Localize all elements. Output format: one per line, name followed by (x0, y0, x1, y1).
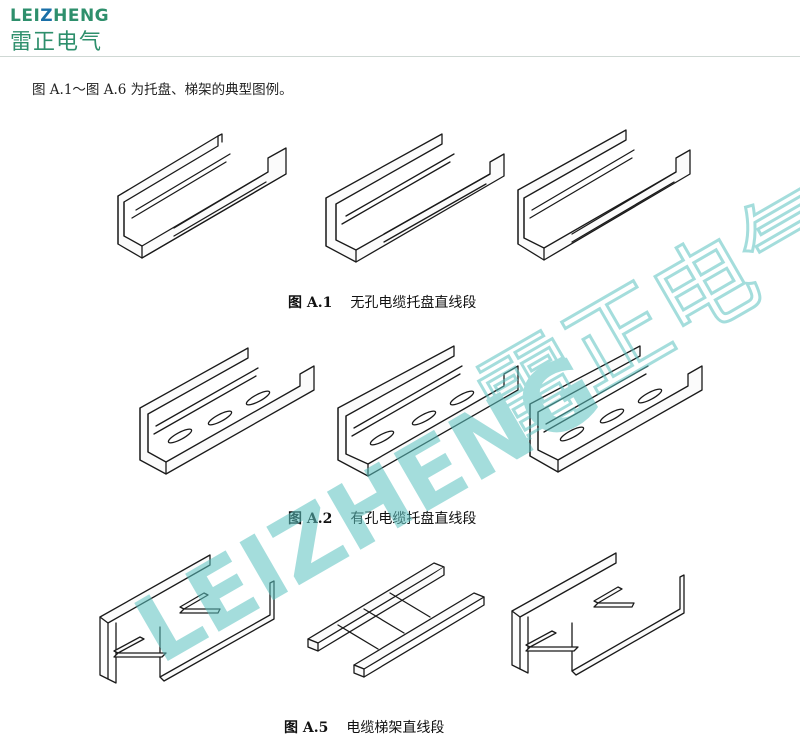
figure-a2-number: 图 A.2 (288, 511, 333, 527)
solid-tray-drawing-1 (117, 133, 287, 259)
logo-cjk-text: 雷正电气 (10, 30, 103, 55)
figure-a5-caption: 图 A.5 电缆梯架直线段 (284, 717, 444, 737)
figure-a2: 图 A.2 有孔电缆托盘直线段 (0, 340, 800, 540)
figure-a5: 图 A.5 电缆梯架直线段 (0, 545, 800, 740)
figure-a2-title: 有孔电缆托盘直线段 (350, 511, 477, 527)
perforated-tray-drawing-1 (139, 347, 315, 475)
perforated-tray-drawing-3 (529, 345, 703, 473)
figure-a5-drawing (99, 552, 685, 684)
intro-paragraph: 图 A.1～图 A.6 为托盘、梯架的典型图例。 (32, 82, 293, 98)
figure-a2-drawing (139, 345, 703, 477)
figure-a5-title: 电缆梯架直线段 (346, 720, 445, 736)
ladder-drawing-3 (511, 552, 685, 676)
ladder-drawing-1 (99, 554, 275, 684)
figure-a1-title: 无孔电缆托盘直线段 (350, 295, 477, 311)
figure-a5-number: 图 A.5 (284, 720, 329, 736)
logo-latin-text: LEIZHENG (10, 6, 110, 26)
header-divider (0, 56, 800, 57)
figure-a1-drawing (117, 129, 691, 263)
ladder-drawing-2 (307, 562, 485, 678)
figure-a1: 图 A.1 无孔电缆托盘直线段 (0, 120, 800, 330)
solid-tray-drawing-3 (517, 129, 691, 261)
figure-a2-caption: 图 A.2 有孔电缆托盘直线段 (288, 508, 476, 528)
brand-logo: LEIZHENG 雷正电气 (10, 6, 109, 56)
figure-a1-number: 图 A.1 (288, 295, 333, 311)
perforated-tray-drawing-2 (337, 345, 519, 477)
figure-a1-caption: 图 A.1 无孔电缆托盘直线段 (288, 292, 476, 312)
solid-tray-drawing-2 (325, 133, 505, 263)
